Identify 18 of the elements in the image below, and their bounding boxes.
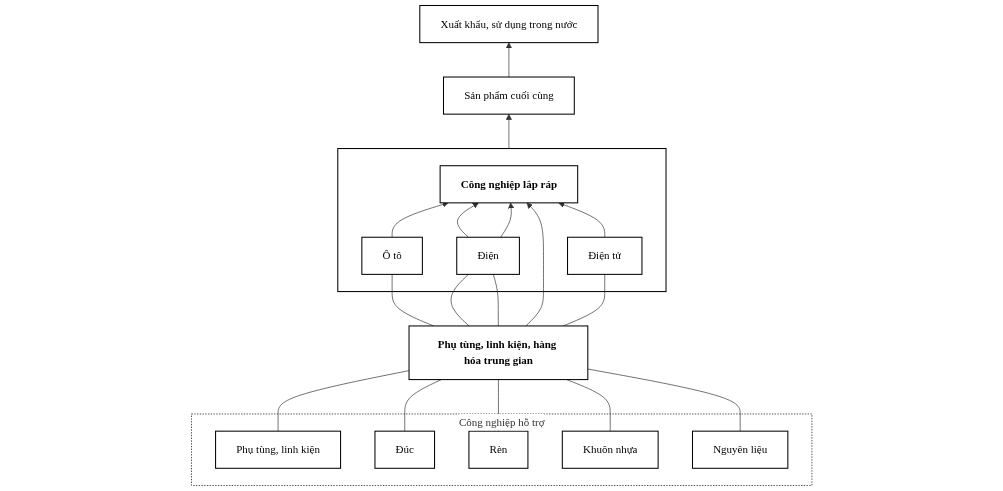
node-box: Điện tử xyxy=(566,236,643,275)
connector xyxy=(492,274,499,327)
connector xyxy=(450,274,470,327)
node-box: Phụ tùng, linh kiện xyxy=(214,430,341,469)
node-box: Điện xyxy=(456,236,520,275)
node-box: Rèn xyxy=(468,430,529,469)
node-box: Khuôn nhựa xyxy=(561,430,659,469)
connector xyxy=(566,379,611,432)
node-box: Sản phẩm cuối cùng xyxy=(442,76,575,115)
node-box: Phụ tùng, linh kiện, hàng hóa trung gian xyxy=(408,325,589,381)
node-box: Công nghiệp lắp ráp xyxy=(439,165,578,204)
node-box: Ô tô xyxy=(361,236,423,275)
node-box: Đúc xyxy=(374,430,435,469)
connector xyxy=(587,368,741,432)
cluster xyxy=(337,148,667,293)
connector xyxy=(404,379,442,432)
node-box: Nguyên liệu xyxy=(691,430,789,469)
node-box: Xuất khẩu, sử dụng trong nước xyxy=(419,5,599,44)
